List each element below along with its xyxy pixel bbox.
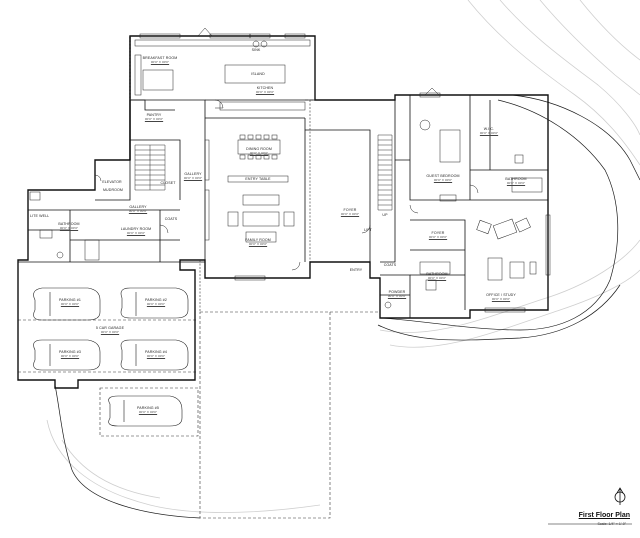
guest-bed xyxy=(439,129,461,163)
label-stair-up: UP xyxy=(382,213,388,217)
office-sofa xyxy=(487,257,503,281)
kitchen-fixtures xyxy=(134,39,311,111)
label-coats-left: COATS xyxy=(164,217,178,221)
parked-cars xyxy=(33,287,189,427)
north-arrow xyxy=(614,487,626,505)
label-coats-right: COATS xyxy=(383,263,397,267)
interior-walls xyxy=(18,95,548,318)
kitchen-island xyxy=(224,64,286,84)
label-wic: W.I.C.00'0" X 00'0" xyxy=(479,127,499,135)
sofa xyxy=(242,194,280,206)
exterior-walls xyxy=(17,35,549,389)
coffee-table xyxy=(242,211,280,227)
label-lift: LIFT xyxy=(364,228,372,232)
windows xyxy=(139,27,551,313)
dining-table xyxy=(237,139,281,155)
bedroom-furniture xyxy=(419,119,524,202)
label-mudroom: MUDROOM xyxy=(102,188,124,192)
label-lite-well: LITE WELL xyxy=(30,214,50,218)
label-elevator: ELEVATOR xyxy=(102,180,122,184)
label-island: ISLAND xyxy=(251,72,265,76)
drawing-scale: Scale: 1/4" = 1'-0" xyxy=(597,522,626,526)
office-furniture xyxy=(476,217,537,281)
bath-fixtures xyxy=(29,177,543,309)
breakfast-table xyxy=(142,69,174,91)
hidden-lines xyxy=(129,36,311,312)
label-closet: CLOSET xyxy=(160,181,176,185)
terrain-contours xyxy=(46,0,640,513)
dining-furniture xyxy=(227,134,289,183)
driveway-outline xyxy=(18,99,395,519)
drawing-title: First Floor Plan xyxy=(578,512,630,519)
terrain-curbs xyxy=(54,94,640,519)
label-entry: ENTRY xyxy=(349,268,363,272)
doors xyxy=(94,99,479,271)
stairs xyxy=(134,134,393,211)
office-desk xyxy=(509,261,525,279)
label-sink: SINK xyxy=(251,48,261,52)
label-entry-table: ENTRY TABLE xyxy=(245,177,271,181)
family-furniture xyxy=(227,194,295,243)
